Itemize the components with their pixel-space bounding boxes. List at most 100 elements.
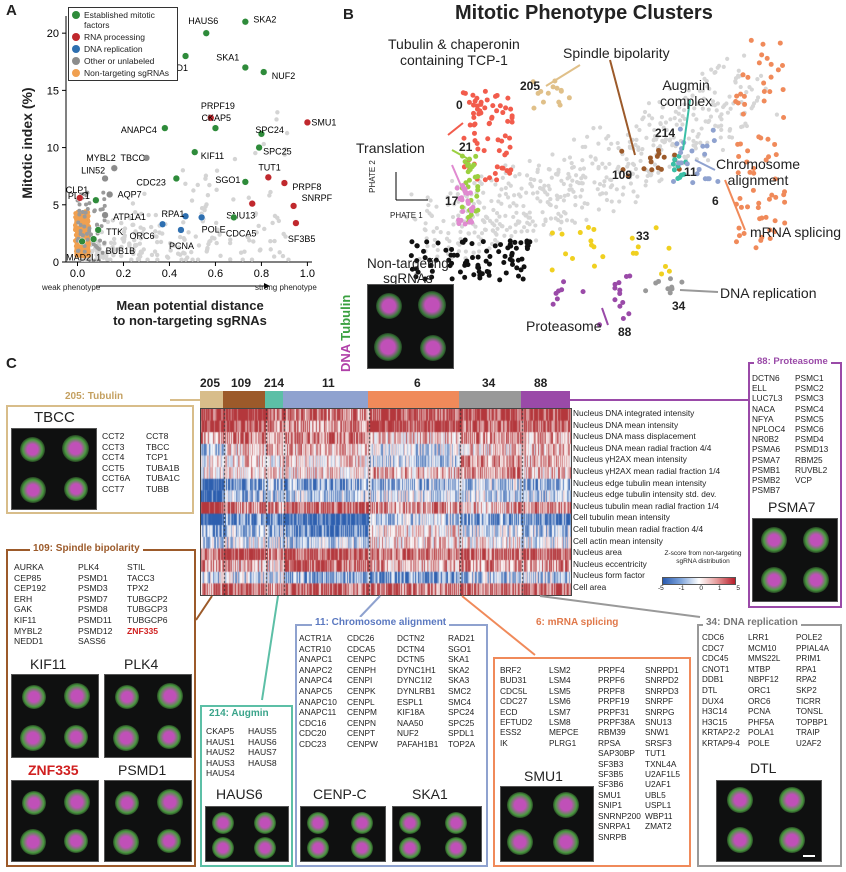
heat-id-11: 11 (322, 376, 335, 390)
gene-point-background (245, 234, 251, 240)
gene-name: ESPL1 (397, 696, 423, 707)
gene-point-background (179, 257, 184, 262)
phate-point-background (676, 111, 681, 116)
gene-name: STIL (127, 562, 146, 572)
phate-point-33 (549, 230, 555, 236)
phate-point-background (565, 176, 570, 181)
legend-swatch-mitotic (72, 11, 80, 19)
gene-name: PRPF19 (598, 696, 630, 707)
gene-name: PRPF8 (598, 685, 625, 696)
phate-point-background (523, 213, 528, 218)
gene-point-other (75, 248, 80, 253)
phate-point-background (527, 158, 532, 164)
gene-point-background (247, 238, 252, 243)
gene-name: ANAPC10 (299, 696, 337, 707)
phate-point-background (503, 213, 508, 218)
gene-name: DYNC1H1 (397, 664, 436, 675)
gene-name: U2AF2 (796, 738, 822, 748)
phate-point-background (427, 211, 432, 216)
nontargeting-point (74, 230, 80, 235)
phate-point-21 (466, 177, 472, 183)
phate-point-6 (761, 98, 767, 104)
phate-point-background (640, 146, 645, 152)
phate-point-background (695, 134, 700, 139)
phate-point-205 (558, 88, 564, 94)
phate-point-88 (617, 303, 623, 309)
phate-point-background (445, 202, 451, 207)
box-mrna-title: 6: mRNA splicing (533, 617, 622, 628)
phate-point-background (631, 162, 637, 168)
nontargeting-line2: sgRNAs (383, 271, 433, 286)
phate-point-background (424, 236, 429, 241)
phate-point-background (659, 115, 665, 120)
cenpc-label: CENP-C (313, 786, 367, 802)
phate-point-background (456, 213, 461, 218)
gene-name: PSMD11 (78, 614, 112, 625)
phate-point-background (602, 179, 607, 184)
gene-point-label: SMU1 (311, 117, 336, 127)
phate-point-21 (474, 193, 480, 199)
phate-point-background (633, 142, 638, 147)
phate-point-6 (781, 114, 787, 120)
phate-point-background (713, 123, 718, 128)
gene-point-label: RPA1 (162, 209, 185, 219)
phate-point-background (633, 200, 638, 205)
gene-name: SNRPD3 (645, 685, 679, 696)
phate-point-background (493, 230, 498, 236)
phate-point-background (472, 181, 477, 186)
phate-point-11 (715, 178, 721, 184)
phate-point-33 (588, 238, 594, 244)
phate-point-background (459, 224, 465, 229)
phate-point-6 (772, 141, 778, 147)
gene-name: PPIAL4A (796, 643, 829, 653)
phate-point-nontargeting (520, 276, 526, 282)
phate-point-nontargeting (510, 262, 516, 268)
phate-point-11 (670, 179, 676, 185)
gene-name: LSM5 (549, 685, 571, 696)
phate-point-nontargeting (498, 242, 504, 248)
gene-name: HAUS7 (248, 747, 277, 758)
phate-point-background (535, 196, 540, 201)
gene-name: ANAPC5 (299, 685, 333, 696)
phate-point-translation (482, 177, 488, 183)
gene-point-background (231, 197, 236, 202)
gene-name: CDC20 (299, 728, 327, 739)
phate-point-6 (767, 236, 773, 242)
colorbar-11 (283, 391, 368, 408)
phate-point-background (617, 170, 622, 175)
gene-name: TACC3 (127, 572, 155, 583)
phate-point-nontargeting (497, 277, 503, 283)
heatmap-color-bar (200, 391, 570, 408)
gene-name: DCTN2 (397, 633, 425, 643)
phate-point-background (434, 226, 439, 231)
gene-point-other (97, 246, 102, 251)
phate-point-background (617, 199, 622, 204)
phate-point-33 (559, 231, 565, 237)
phate-point-background (533, 238, 539, 243)
psmd1-label: PSMD1 (118, 762, 167, 778)
phate-point-background (476, 234, 481, 239)
gene-name: TUBGCP2 (127, 593, 168, 604)
phate-point-109 (658, 166, 664, 172)
phate-point-background (516, 192, 521, 197)
phate-point-11 (705, 176, 711, 182)
gene-name: SNIP1 (598, 800, 622, 811)
phate-point-background (699, 126, 704, 131)
phate-point-background (634, 124, 639, 129)
gene-point-label: MAD2L1 (66, 252, 101, 262)
smu1-micrograph (500, 786, 594, 862)
phate-point-background (491, 207, 496, 213)
phate-point-background (507, 204, 512, 209)
phate-point-6 (736, 233, 742, 239)
phate-point-background (489, 198, 494, 204)
phate-point-translation (503, 105, 509, 111)
gene-point-bub1b (89, 235, 98, 243)
phate-point-88 (612, 297, 618, 303)
phate-point-6 (741, 230, 747, 236)
gene-point-background (119, 253, 124, 259)
phate-point-nontargeting (462, 274, 468, 280)
gene-point-background (214, 240, 219, 246)
gene-name: SNRPG (645, 706, 675, 717)
label-chromosome-alignment: Chromosome alignment (716, 156, 800, 188)
